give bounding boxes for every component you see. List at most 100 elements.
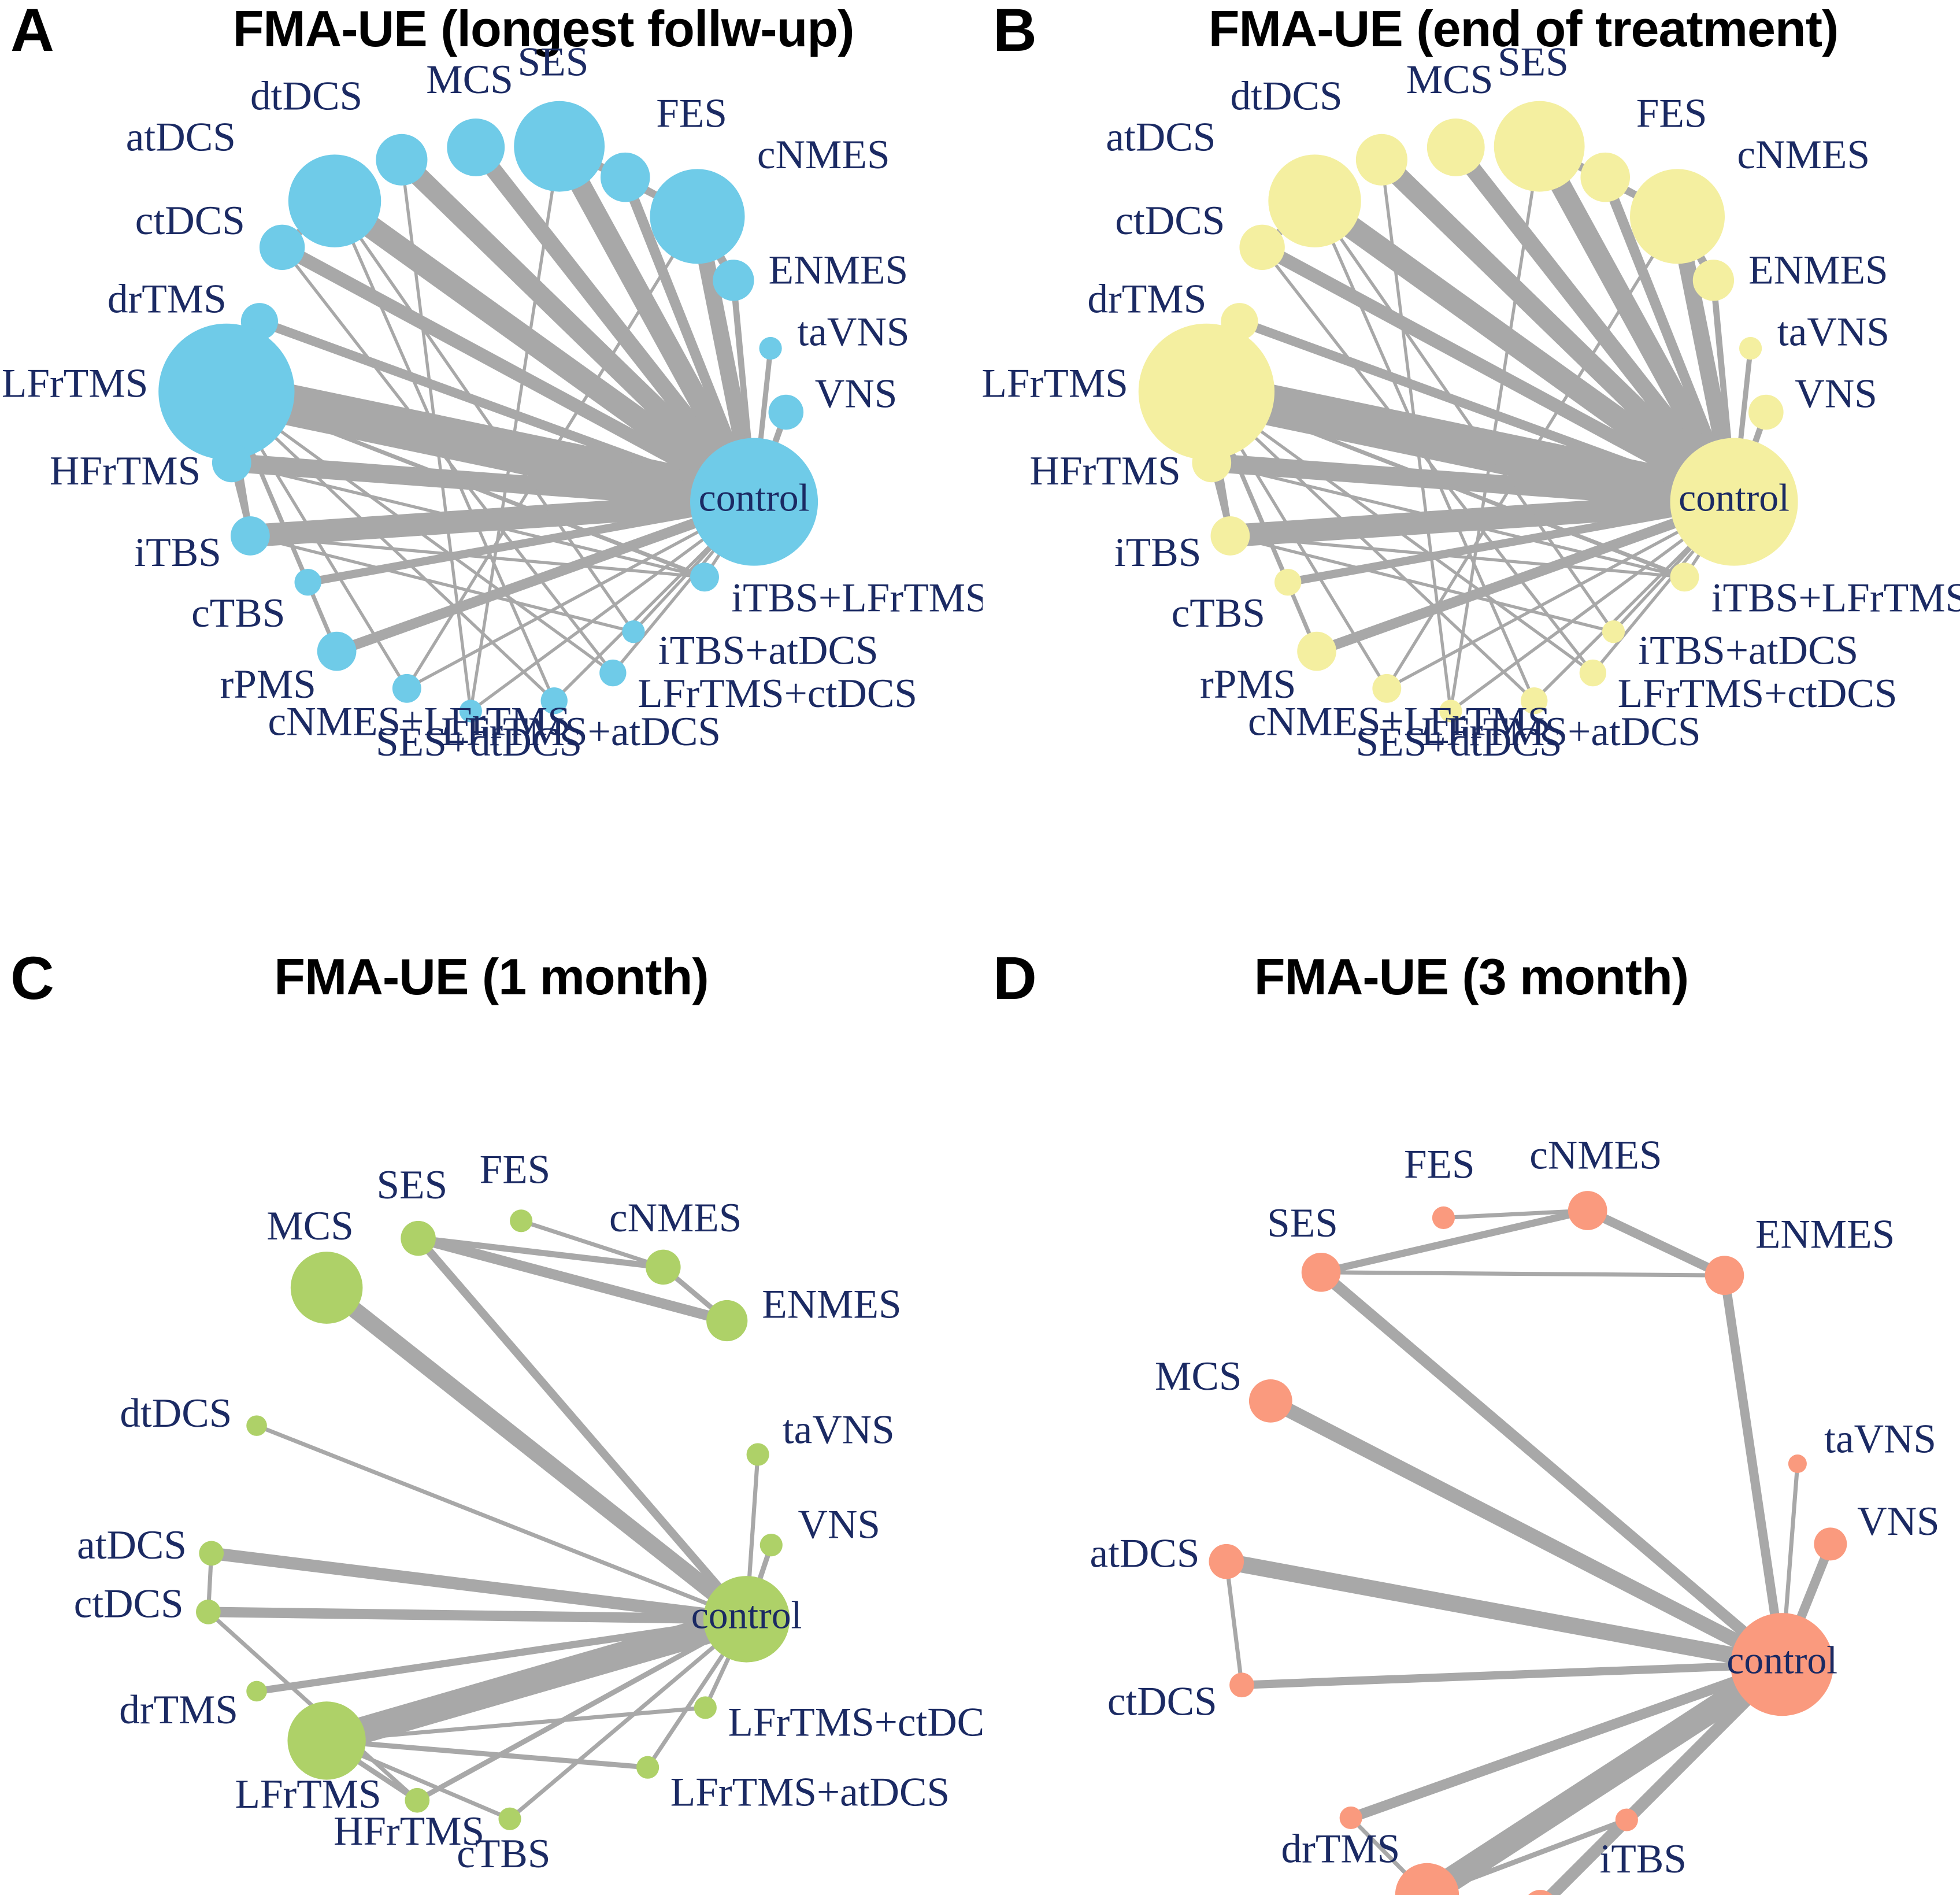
network-node-tavns[interactable] bbox=[759, 336, 782, 360]
network-edge bbox=[469, 146, 561, 712]
network-node-control[interactable] bbox=[690, 438, 818, 566]
node-label-tavns: taVNS bbox=[783, 1408, 895, 1453]
node-label-atdcs: atDCS bbox=[126, 114, 236, 160]
network-node-ctdcs[interactable] bbox=[1239, 224, 1285, 271]
network-node-rpms[interactable] bbox=[317, 631, 357, 671]
network-node-lfrtms[interactable] bbox=[287, 1701, 366, 1780]
network-node-lfrtms-atdcs[interactable] bbox=[636, 1756, 659, 1779]
network-node-ctbs[interactable] bbox=[1274, 569, 1302, 596]
network-node-lfrtms[interactable] bbox=[1138, 323, 1275, 460]
network-node-hfrtms[interactable] bbox=[1192, 443, 1232, 483]
network-node-mcs[interactable] bbox=[1248, 1379, 1292, 1423]
network-node-ctbs[interactable] bbox=[294, 569, 321, 596]
network-node-cnmes[interactable] bbox=[646, 1249, 681, 1285]
network-node-itbs[interactable] bbox=[231, 516, 270, 556]
network-node-ses[interactable] bbox=[514, 101, 605, 192]
network-node-itbs-lfrtms[interactable] bbox=[690, 562, 719, 592]
network-node-enmes[interactable] bbox=[1705, 1256, 1744, 1296]
network-edge bbox=[333, 200, 635, 633]
network-node-itbs-atdcs[interactable] bbox=[1602, 620, 1625, 643]
network-node-cnmes-lfrtms[interactable] bbox=[392, 673, 421, 703]
network-node-lfrtms-ctdcs[interactable] bbox=[1579, 659, 1607, 687]
node-label-mcs: MCS bbox=[426, 57, 513, 102]
network-edge bbox=[550, 141, 764, 507]
network-node-control[interactable] bbox=[703, 1576, 790, 1663]
network-node-fes[interactable] bbox=[1432, 1206, 1455, 1230]
node-label-fes: FES bbox=[480, 1147, 551, 1192]
node-label-ses: SES bbox=[1267, 1201, 1338, 1246]
network-node-ses[interactable] bbox=[401, 1220, 436, 1256]
network-node-lfrtms[interactable] bbox=[158, 323, 295, 460]
network-node-dtdcs[interactable] bbox=[376, 134, 428, 186]
network-node-hfrtms[interactable] bbox=[405, 1787, 430, 1813]
node-label-lfrtms-atdcs: LFrTMS+atDCS bbox=[441, 709, 721, 754]
network-node-vns[interactable] bbox=[1748, 394, 1784, 430]
network-node-tavns[interactable] bbox=[1788, 1454, 1807, 1474]
network-node-vns[interactable] bbox=[1814, 1527, 1847, 1561]
network-node-ses-dtdcs[interactable] bbox=[459, 699, 482, 723]
network-node-lfrtms-ctdcs[interactable] bbox=[694, 1696, 717, 1719]
network-node-itbs-lfrtms[interactable] bbox=[1670, 562, 1699, 592]
network-node-mcs[interactable] bbox=[290, 1252, 363, 1324]
network-node-cnmes[interactable] bbox=[650, 169, 745, 264]
network-node-ctbs[interactable] bbox=[498, 1807, 521, 1830]
network-node-control[interactable] bbox=[1731, 1613, 1834, 1716]
network-node-itbs[interactable] bbox=[1210, 516, 1250, 556]
network-node-fes[interactable] bbox=[1580, 152, 1631, 202]
network-node-drtms[interactable] bbox=[1339, 1806, 1362, 1830]
node-label-fes: FES bbox=[656, 91, 727, 136]
network-node-lfrtms[interactable] bbox=[1395, 1863, 1459, 1895]
network-node-tavns[interactable] bbox=[746, 1443, 769, 1466]
node-label-rpms: rPMS bbox=[220, 661, 316, 707]
network-node-itbs-atdcs[interactable] bbox=[622, 620, 645, 643]
network-edge bbox=[321, 1281, 752, 1626]
network-node-dtdcs[interactable] bbox=[1355, 134, 1407, 186]
network-node-ctdcs[interactable] bbox=[259, 224, 305, 271]
node-label-cnmes: cNMES bbox=[1529, 1132, 1662, 1178]
network-node-fes[interactable] bbox=[510, 1209, 533, 1233]
network-node-cnmes[interactable] bbox=[1568, 1191, 1607, 1230]
network-edge bbox=[1449, 142, 1741, 507]
network-node-cnmes[interactable] bbox=[1630, 169, 1725, 264]
network-node-enmes[interactable] bbox=[713, 260, 754, 301]
edges-layer bbox=[1202, 141, 1769, 713]
network-node-ses[interactable] bbox=[1301, 1253, 1341, 1292]
node-label-fes: FES bbox=[1404, 1142, 1475, 1187]
network-node-rpms[interactable] bbox=[1297, 631, 1336, 671]
network-node-atdcs[interactable] bbox=[1209, 1544, 1244, 1579]
network-edge bbox=[1320, 1206, 1589, 1276]
network-node-drtms[interactable] bbox=[246, 1681, 267, 1702]
network-node-ses-dtdcs[interactable] bbox=[1439, 699, 1462, 723]
network-node-cnmes-lfrtms[interactable] bbox=[1372, 673, 1402, 703]
node-label-control: control bbox=[1726, 1639, 1837, 1682]
network-node-enmes[interactable] bbox=[1692, 260, 1735, 301]
network-node-mcs[interactable] bbox=[1427, 119, 1485, 176]
node-label-mcs: MCS bbox=[1155, 1354, 1242, 1399]
network-node-hfrtms[interactable] bbox=[1524, 1890, 1557, 1895]
network-node-vns[interactable] bbox=[759, 1534, 783, 1557]
network-node-ctdcs[interactable] bbox=[1229, 1672, 1254, 1698]
network-node-tavns[interactable] bbox=[1739, 336, 1762, 360]
network-node-atdcs[interactable] bbox=[288, 154, 381, 247]
network-edge bbox=[415, 1235, 750, 1622]
network-node-vns[interactable] bbox=[768, 394, 804, 430]
network-node-fes[interactable] bbox=[600, 152, 650, 202]
network-node-control[interactable] bbox=[1670, 438, 1798, 566]
network-edge bbox=[1242, 1660, 1783, 1689]
network-node-enmes[interactable] bbox=[706, 1300, 748, 1342]
network-node-atdcs[interactable] bbox=[1268, 154, 1361, 247]
network-node-hfrtms[interactable] bbox=[212, 443, 251, 483]
network-node-itbs[interactable] bbox=[1615, 1808, 1638, 1831]
network-node-lfrtms-ctdcs[interactable] bbox=[599, 659, 627, 687]
network-node-atdcs[interactable] bbox=[199, 1541, 224, 1566]
network-node-mcs[interactable] bbox=[447, 119, 505, 176]
network-node-lfrtms-atdcs[interactable] bbox=[1521, 687, 1548, 715]
network-node-ctdcs[interactable] bbox=[196, 1600, 221, 1624]
network-edge bbox=[405, 215, 699, 690]
network-node-lfrtms-atdcs[interactable] bbox=[540, 687, 568, 715]
network-node-dtdcs[interactable] bbox=[246, 1415, 267, 1436]
network-node-ses[interactable] bbox=[1494, 101, 1585, 192]
